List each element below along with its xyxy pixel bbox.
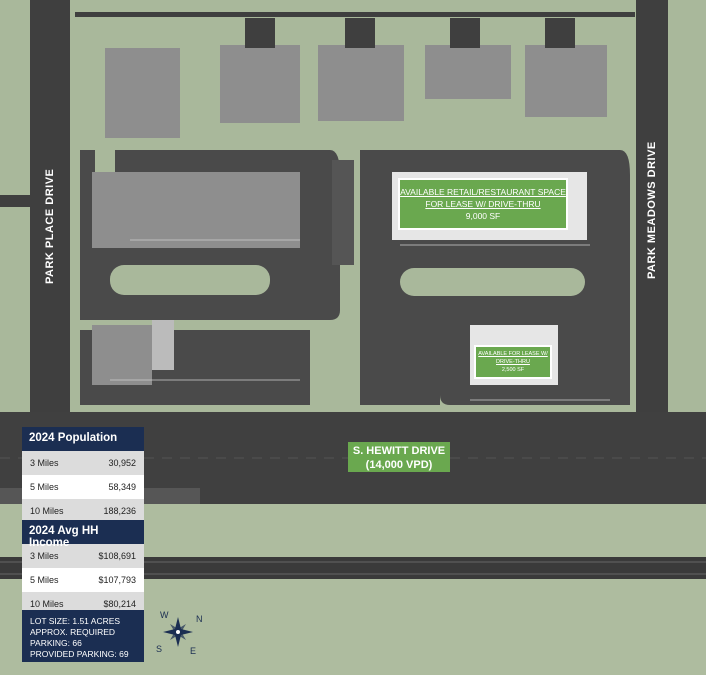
park-meadows-road <box>636 0 668 415</box>
lot-info-box: LOT SIZE: 1.51 ACRES APPROX. REQUIRED PA… <box>22 610 144 662</box>
population-row: 3 Miles 30,952 <box>22 451 144 475</box>
lease-small-box: AVAILABLE FOR LEASE W/ DRIVE-THRU 2,500 … <box>474 345 552 379</box>
building <box>525 45 607 117</box>
lease-main-size: 9,000 SF <box>465 211 501 221</box>
population-title: 2024 Population <box>22 427 144 451</box>
population-row: 5 Miles 58,349 <box>22 475 144 499</box>
lease-main-line2: FOR LEASE W/ DRIVE-THRU <box>425 199 541 209</box>
park-place-road <box>30 0 70 415</box>
lease-main-line1: AVAILABLE RETAIL/RESTAURANT SPACE <box>400 187 566 197</box>
lot-provided-parking: PROVIDED PARKING: 69 <box>30 649 129 659</box>
compass-e: E <box>190 646 196 656</box>
building <box>318 45 404 121</box>
building <box>92 325 152 385</box>
compass-n: N <box>196 614 203 624</box>
income-row: 5 Miles $107,793 <box>22 568 144 592</box>
building <box>105 48 180 138</box>
lot-size: LOT SIZE: 1.51 ACRES <box>30 616 121 626</box>
building <box>425 45 511 99</box>
income-row: 3 Miles $108,691 <box>22 544 144 568</box>
building <box>220 45 300 123</box>
lease-small-size: 2,500 SF <box>501 367 525 373</box>
lease-main-box: AVAILABLE RETAIL/RESTAURANT SPACE FOR LE… <box>398 178 568 230</box>
income-title: 2024 Avg HH Income <box>22 520 144 549</box>
hewitt-label: S. HEWITT DRIVE (14,000 VPD) <box>348 442 450 472</box>
lot-required-parking: PARKING: 66 <box>30 638 82 648</box>
compass-s: S <box>156 644 162 654</box>
compass-rose-icon <box>163 617 193 647</box>
compass-w: W <box>160 610 169 620</box>
population-row: 10 Miles 188,236 <box>22 499 144 523</box>
drive-thru-lane <box>332 160 354 265</box>
building <box>92 172 300 248</box>
hewitt-traffic: (14,000 VPD) <box>365 459 433 471</box>
hewitt-name: S. HEWITT DRIVE <box>352 445 446 457</box>
income-panel: 2024 Avg HH Income 3 Miles $108,691 5 Mi… <box>22 520 144 616</box>
population-panel: 2024 Population 3 Miles 30,952 5 Miles 5… <box>22 427 144 523</box>
lease-small-line2: DRIVE-THRU <box>496 359 530 365</box>
park-meadows-label: PARK MEADOWS DRIVE <box>646 141 658 279</box>
lot-required-label: APPROX. REQUIRED <box>30 627 116 637</box>
park-place-label: PARK PLACE DRIVE <box>44 168 56 284</box>
lease-small-line1: AVAILABLE FOR LEASE W/ <box>478 351 548 357</box>
